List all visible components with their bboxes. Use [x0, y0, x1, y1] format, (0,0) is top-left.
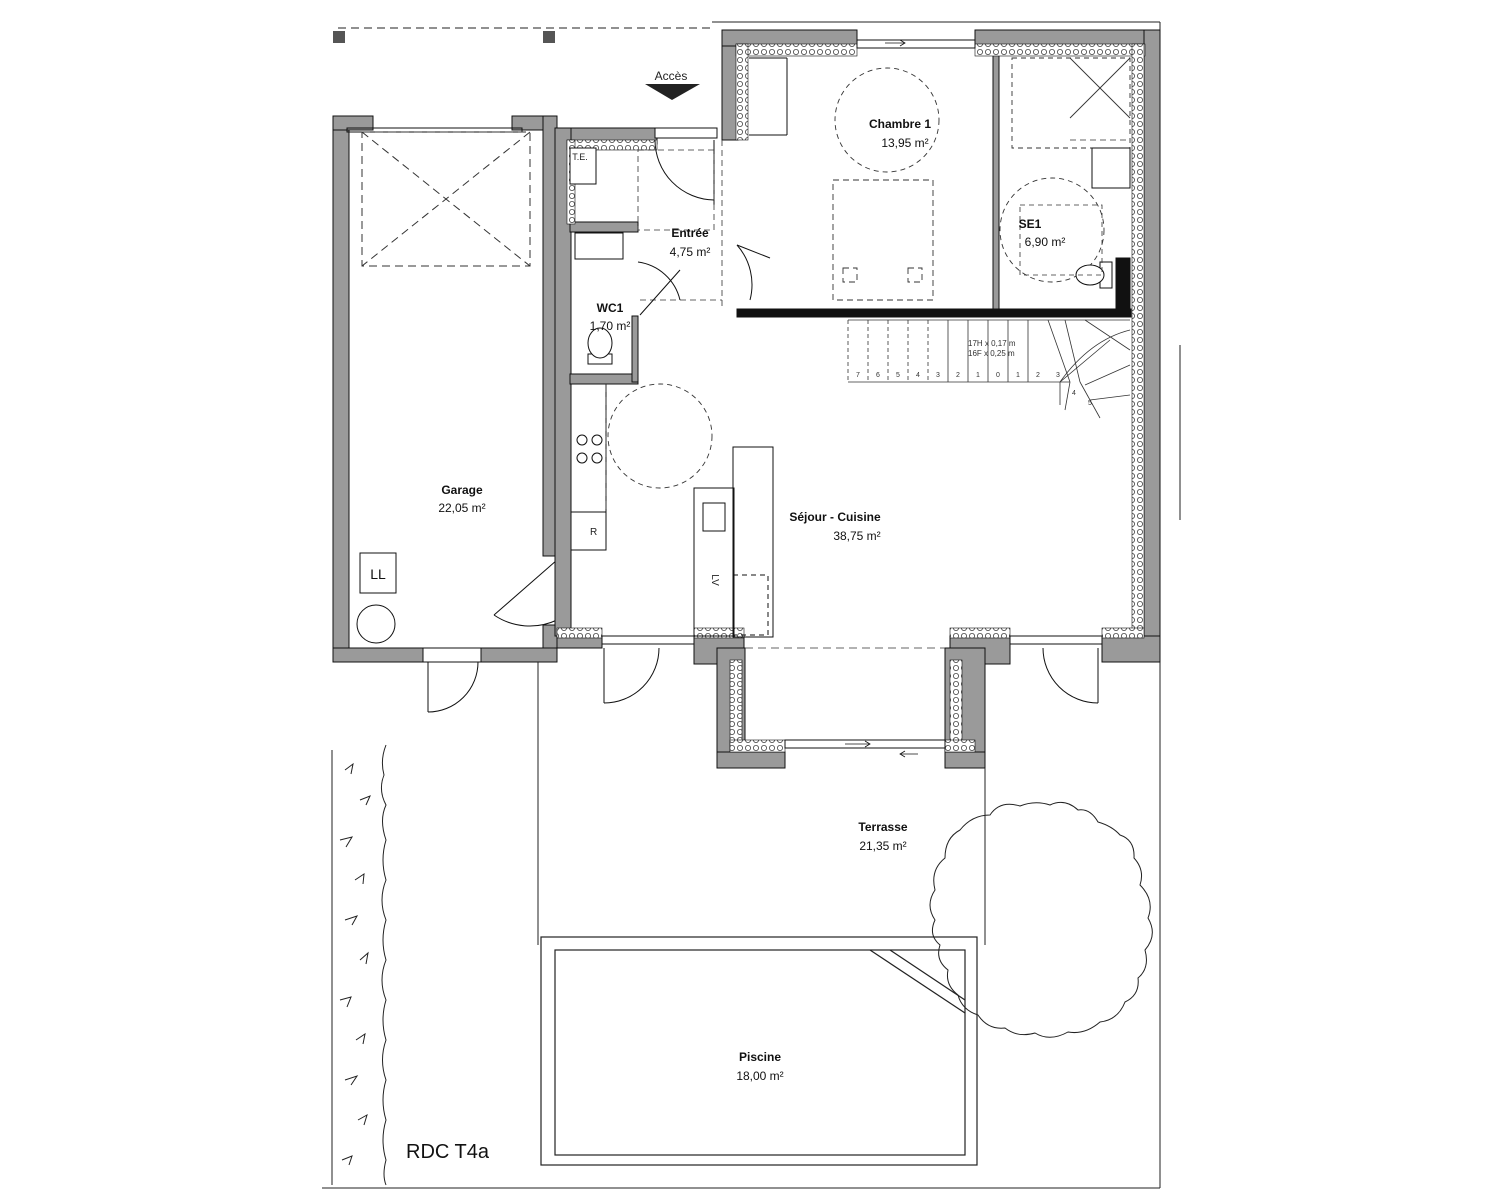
windows [601, 39, 1103, 749]
main-walls [554, 29, 1161, 769]
svg-text:3: 3 [1056, 372, 1060, 379]
svg-text:1: 1 [976, 372, 980, 379]
room-area: 21,35 m² [859, 839, 906, 853]
room-label-piscine: Piscine 18,00 m² [736, 1050, 783, 1083]
terrace-outline [537, 662, 986, 945]
svg-text:0: 0 [996, 372, 1000, 379]
svg-text:4: 4 [916, 372, 920, 379]
wc-washbasin [574, 232, 624, 260]
garage-inner-door [493, 555, 561, 627]
bed [832, 179, 934, 301]
boundary-lines [322, 21, 1181, 1189]
water-heater-label: T.E. [572, 152, 588, 162]
room-label-entree: Entrée 4,75 m² [670, 226, 711, 259]
room-name: Séjour - Cuisine [789, 510, 881, 524]
room-label-wc1: WC1 1,70 m² [590, 301, 631, 333]
staircase [847, 319, 1131, 419]
entry-dashes [637, 139, 1130, 310]
access-arrow: Accès [645, 69, 700, 100]
svg-text:7: 7 [856, 372, 860, 379]
room-area: 6,90 m² [1025, 235, 1066, 249]
room-label-garage: Garage 22,05 m² [438, 483, 485, 515]
room-area: 1,70 m² [590, 319, 631, 333]
se1-washbasin [1091, 147, 1131, 189]
washing-machine-label: LL [370, 566, 386, 582]
entrance-door [654, 127, 718, 205]
se1-shower [1011, 57, 1131, 149]
svg-text:6: 6 [876, 372, 880, 379]
room-name: Entrée [671, 226, 709, 240]
se1-shower-zone [1019, 204, 1103, 276]
room-area: 4,75 m² [670, 245, 711, 259]
svg-text:2: 2 [956, 372, 960, 379]
room-label-terrasse: Terrasse 21,35 m² [858, 820, 907, 853]
garage-exterior-door [422, 647, 482, 713]
room-name: Piscine [739, 1050, 781, 1064]
wc-toilet [587, 327, 613, 365]
water-heater: T.E. [569, 147, 597, 185]
turning-circle-sejour [607, 383, 713, 489]
plan-title: RDC T4a [406, 1141, 490, 1163]
room-area: 13,95 m² [881, 136, 928, 150]
room-area: 38,75 m² [833, 529, 880, 543]
dishwasher-label: LV [709, 574, 720, 586]
kitchen-counter [570, 383, 607, 551]
svg-text:1: 1 [1016, 372, 1020, 379]
svg-text:4: 4 [1072, 390, 1076, 397]
turning-circle-chambre [834, 67, 940, 173]
washing-machine: LL [359, 552, 397, 594]
svg-text:5: 5 [896, 372, 900, 379]
room-label-se1: SE1 6,90 m² [1019, 217, 1066, 249]
kitchen-island [693, 446, 774, 638]
room-area: 18,00 m² [736, 1069, 783, 1083]
access-label: Accès [655, 69, 688, 83]
hedge [331, 744, 387, 1186]
room-label-sejour: Séjour - Cuisine 38,75 m² [789, 510, 881, 543]
sejour-dashes [605, 384, 945, 649]
terrace-doors [603, 647, 1099, 704]
chambre-door [736, 244, 771, 301]
tree [929, 801, 1153, 1038]
garage-door-projection [361, 131, 531, 267]
sliding-arrows [845, 39, 918, 758]
stair-tread: 16F x 0,25 m [968, 349, 1015, 358]
wardrobe [749, 57, 788, 136]
turning-circle-se1 [999, 177, 1105, 283]
room-name: Terrasse [858, 820, 907, 834]
svg-text:3: 3 [936, 372, 940, 379]
room-name: SE1 [1019, 217, 1042, 231]
wc-door [637, 261, 681, 316]
room-name: WC1 [597, 301, 624, 315]
insulation [556, 43, 1146, 753]
post-marker [333, 31, 345, 43]
svg-text:5: 5 [1088, 400, 1092, 407]
fridge-label: R [590, 527, 597, 538]
stair-step-numbers: 7 6 5 4 3 2 1 0 1 2 3 4 5 [856, 372, 1092, 407]
pool [540, 936, 978, 1166]
water-tank [356, 604, 396, 644]
room-name: Garage [441, 483, 483, 497]
room-name: Chambre 1 [869, 117, 931, 131]
svg-text:2: 2 [1036, 372, 1040, 379]
room-label-chambre1: Chambre 1 13,95 m² [869, 117, 931, 150]
room-area: 22,05 m² [438, 501, 485, 515]
stair-rise: 17H x 0,17 m [968, 339, 1016, 348]
garage-walls [332, 115, 558, 663]
post-marker [543, 31, 555, 43]
